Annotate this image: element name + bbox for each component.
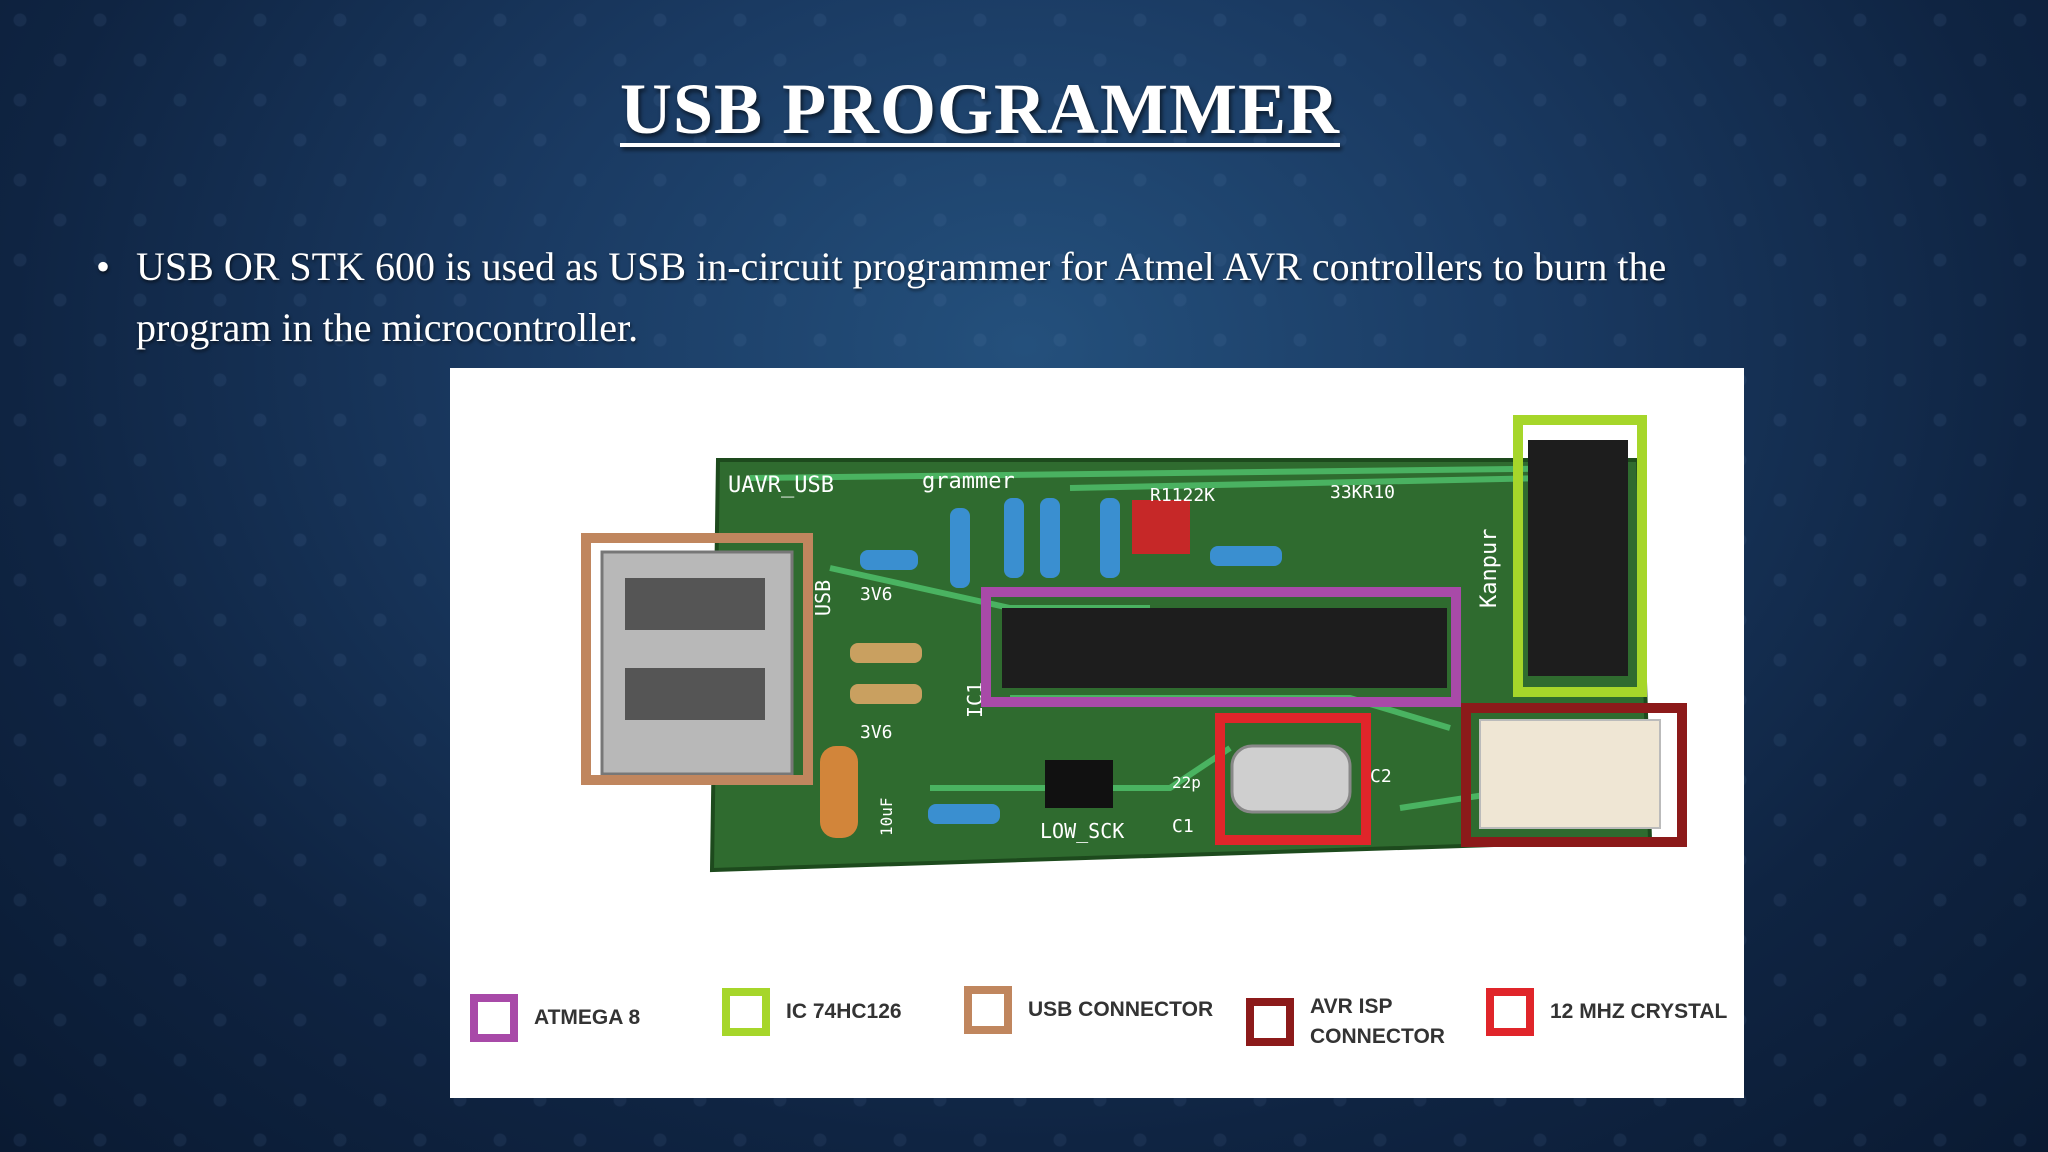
silk-brand-suffix: grammer [922,469,1015,494]
silk-cap: 10uF [877,797,896,836]
silk-brand: UAVR_USB [728,473,834,498]
silk-kanpur: Kanpur [1477,529,1502,608]
highlight-crystal [1215,713,1371,845]
silk-cap22: 22p [1172,773,1201,792]
atmega-chip [1002,608,1447,688]
electrolytic-capacitor [820,746,858,838]
silk-c2: C2 [1370,766,1392,787]
legend-item-crystal: 12 MHZ CRYSTAL [1486,988,1727,1036]
highlight-isp [1461,703,1687,847]
crystal-part [1230,744,1352,814]
silkscreen-text: UAVR_USB grammer R1122K 33KR10 Kanpur US… [728,469,1502,843]
resistors [850,498,1282,824]
legend-swatch-usb-connector [964,986,1012,1034]
legend-swatch-crystal [1486,988,1534,1036]
legend-item-usb-connector: USB CONNECTOR [964,986,1213,1034]
board-illustration: UAVR_USB grammer R1122K 33KR10 Kanpur US… [581,415,1687,873]
slide-title: USB PROGRAMMER [620,69,1340,149]
silk-r1: R1122K [1150,485,1215,506]
legend-swatch-avr-isp [1246,998,1294,1046]
red-trimmer [1132,500,1190,554]
legend-swatch-atmega [470,994,518,1042]
legend-label: AVR ISP CONNECTOR [1310,995,1445,1048]
bullet-point: • USB OR STK 600 is used as USB in-circu… [96,236,1796,358]
bullet-text: USB OR STK 600 is used as USB in-circuit… [136,244,1667,350]
ic74-chip [1528,440,1628,676]
legend-label: USB CONNECTOR [1028,998,1214,1021]
legend-swatch-ic74hc126 [722,988,770,1036]
legend-item-ic74hc126: IC 74HC126 [722,988,902,1036]
isp-connector-part [1479,719,1661,829]
bullet-dot: • [96,244,111,289]
silk-lowsck: LOW_SCK [1040,819,1124,843]
legend-label: ATMEGA 8 [534,1006,641,1029]
legend-item-atmega: ATMEGA 8 [470,994,640,1042]
legend-label: 12 MHZ CRYSTAL [1550,1000,1728,1023]
highlight-usb-connector [581,533,813,785]
legend-item-avr-isp: AVR ISP CONNECTOR [1246,992,1445,1052]
silk-v2: 3V6 [860,722,893,743]
silk-c1: C1 [1172,816,1194,837]
programmer-board-figure: UAVR_USB grammer R1122K 33KR10 Kanpur US… [450,368,1744,1098]
silk-v1: 3V6 [860,584,893,605]
silk-usb: USB [811,580,835,616]
highlight-ic74hc126 [1513,415,1647,697]
jumper [1045,760,1113,808]
highlight-atmega [981,587,1461,707]
silk-r2: 33KR10 [1330,482,1395,503]
legend-label: IC 74HC126 [786,1000,902,1023]
